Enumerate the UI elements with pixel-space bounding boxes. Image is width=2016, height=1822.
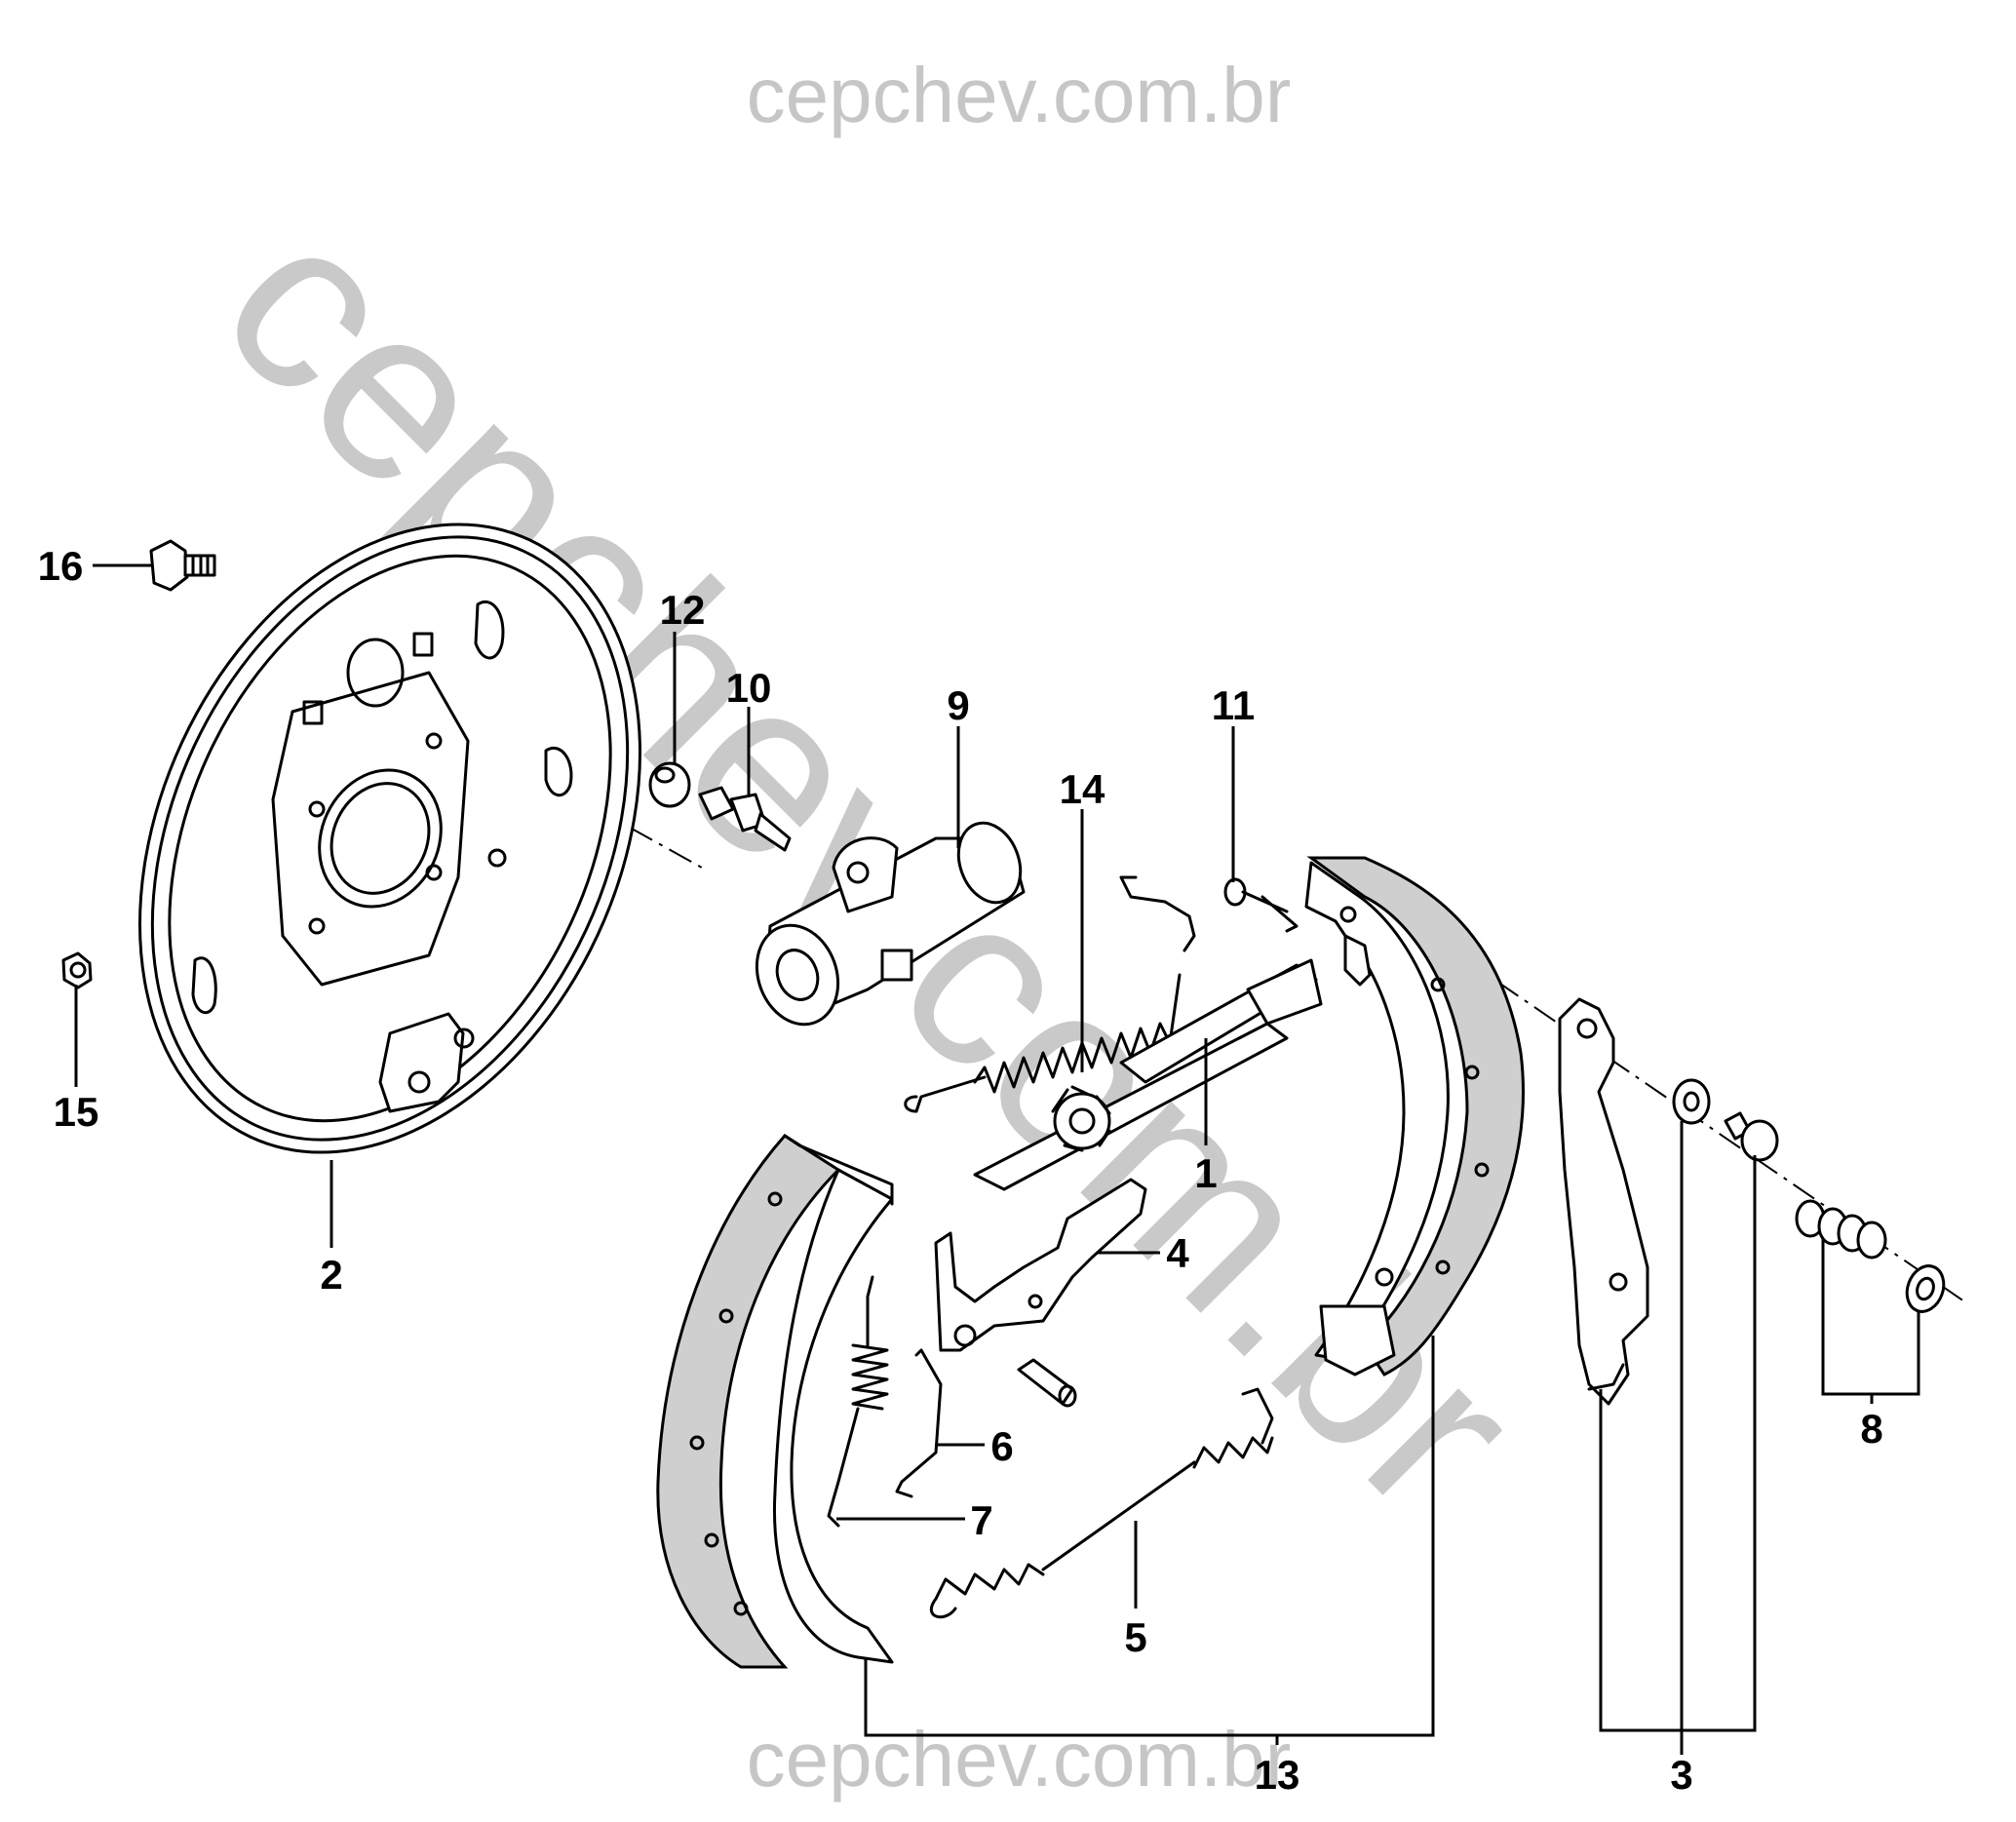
callout-16: 16 — [38, 543, 84, 589]
callout-11: 11 — [1212, 682, 1255, 728]
bolt — [149, 539, 216, 592]
callout-8: 8 — [1860, 1406, 1882, 1452]
adjuster-pin — [1017, 1358, 1077, 1408]
callout-15: 15 — [54, 1089, 99, 1135]
leader-13 — [864, 1336, 1435, 1737]
callout-1: 1 — [1194, 1150, 1217, 1196]
hold-down-pin — [1223, 877, 1299, 933]
backing-plate — [138, 523, 641, 1154]
leader-8 — [1821, 1238, 1920, 1396]
wheel-cylinder — [755, 821, 1026, 1027]
callout-6: 6 — [990, 1423, 1013, 1469]
spring-retainer — [895, 1348, 943, 1498]
watermark-bottom: cepchev.com.br — [747, 1716, 1292, 1803]
upper-return-spring — [904, 875, 1196, 1113]
bleeder-cap — [648, 761, 691, 808]
brake-shoe-right — [1304, 856, 1525, 1376]
callout-9: 9 — [947, 682, 969, 728]
callout-10: 10 — [726, 665, 772, 711]
adjuster-lever — [934, 1178, 1147, 1352]
callout-12: 12 — [660, 587, 706, 633]
callout-3: 3 — [1670, 1752, 1692, 1798]
washer — [1672, 1078, 1711, 1125]
bleeder-valve — [698, 786, 792, 852]
callout-4: 4 — [1166, 1230, 1189, 1276]
lower-return-spring — [929, 1387, 1274, 1619]
callout-13: 13 — [1255, 1752, 1300, 1798]
adjuster-strut — [973, 958, 1323, 1191]
parking-brake-lever — [1558, 997, 1649, 1406]
brake-shoe-left — [656, 1134, 894, 1669]
leader-3 — [1599, 1155, 1757, 1732]
hold-down-spring — [1795, 1199, 1887, 1260]
watermark-top: cepchev.com.br — [747, 52, 1292, 138]
callout-5: 5 — [1124, 1614, 1146, 1660]
callout-7: 7 — [970, 1497, 992, 1543]
callout-14: 14 — [1060, 766, 1105, 812]
nut — [61, 951, 93, 989]
callout-2: 2 — [320, 1252, 342, 1298]
lever-pin — [1724, 1111, 1779, 1162]
hold-down-cup — [1905, 1264, 1946, 1313]
shoe-spring — [827, 1275, 889, 1528]
